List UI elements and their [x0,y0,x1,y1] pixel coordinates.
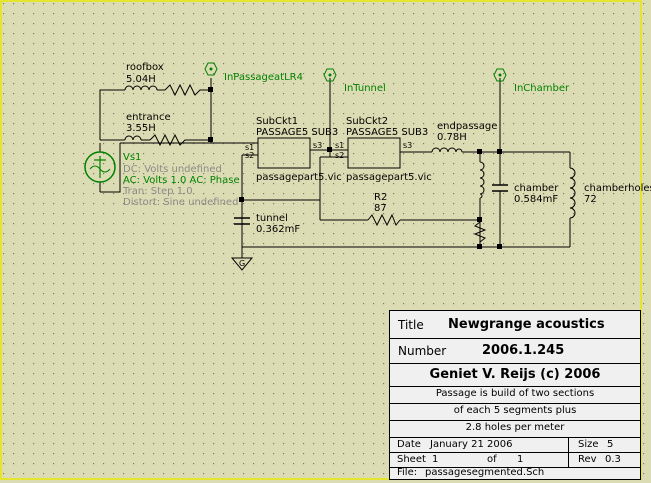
author-row: Geniet V. Reijs (c) 2006 [390,364,640,387]
source-distort: Distort: Sine undefined [123,197,238,208]
title-row: Title Newgrange acoustics [390,311,640,339]
description-line-2: of each 5 segments plus [453,405,577,416]
chamberholes-inductor[interactable] [569,167,576,219]
roofbox-value: 5.04H [126,74,156,85]
entrance-name: entrance [126,112,171,123]
date-row: Date January 21 2006 Size 5 [390,437,640,453]
desc-row-3: 2.8 holes per meter [390,421,640,438]
subckt2-pin-s1: s1 [335,141,344,150]
of-label: of [487,454,497,465]
entrance-component[interactable] [124,133,190,147]
title-block: Title Newgrange acoustics Number 2006.1.… [389,310,641,480]
subckt1-pin-s3: s3 [313,141,322,150]
ground-label: G [239,259,245,268]
probe-intunnel-icon[interactable] [323,68,337,82]
subckt1-name: SubCkt1 [256,116,298,127]
subckt2-file: passagepart5.vic [346,172,432,183]
source-dc: DC: Volts undefined [123,164,222,175]
shunt-inductor[interactable] [473,161,487,243]
probe-inpassage-icon[interactable] [204,62,218,76]
subckt2-pin-s3: s3 [403,141,412,150]
sheet-label: Sheet [397,454,426,465]
rev-value: 0.3 [605,454,621,465]
title-value: Newgrange acoustics [448,317,605,332]
endpassage-inductor[interactable] [431,147,463,153]
probe-inpassage-label: InPassageatLR4 [224,72,303,83]
size-value: 5 [607,439,614,450]
date-value: January 21 2006 [430,439,513,450]
r2-value: 87 [374,203,387,214]
file-row: File: passagesegmented.Sch [390,467,640,479]
source-tran: Tran: Step 1.0 [122,186,193,197]
desc-row-1: Passage is build of two sections [390,387,640,404]
chamberholes-value: 72 [584,194,597,205]
title-label: Title [398,318,424,332]
rev-label: Rev [578,454,597,465]
subckt1-model: PASSAGE5 SUB3 [256,127,338,138]
subckt1-block[interactable] [257,137,311,169]
junction-dots [208,87,502,249]
probe-intunnel-label: InTunnel [344,83,386,94]
size-label: Size [578,439,599,450]
sheet-value: 1 [432,454,439,465]
number-value: 2006.1.245 [482,343,565,358]
author-text: Geniet V. Reijs (c) 2006 [429,367,601,382]
date-divider [568,437,569,452]
description-line-3: 2.8 holes per meter [465,422,565,433]
subckt2-name: SubCkt2 [346,116,388,127]
subckt1-file: passagepart5.vic [256,172,342,183]
file-label: File: [397,467,418,478]
subckt1-pin-s2: s2 [245,151,254,160]
roofbox-component[interactable] [124,83,205,97]
sheet-divider [568,452,569,467]
tunnel-value: 0.362mF [256,224,300,235]
voltage-source-symbol[interactable] [84,151,116,183]
chamber-value: 0.584mF [514,194,558,205]
sheet-row: Sheet 1 of 1 Rev 0.3 [390,452,640,468]
r2-resistor[interactable] [367,213,401,227]
subckt2-block[interactable] [347,137,401,169]
number-row: Number 2006.1.245 [390,339,640,364]
r2-name: R2 [374,192,387,203]
subckt1-pin-s1: s1 [245,143,254,152]
entrance-value: 3.55H [126,123,156,134]
date-label: Date [397,439,421,450]
probe-inchamber-label: InChamber [514,83,570,94]
subckt2-pin-s2: s2 [335,151,344,160]
file-value: passagesegmented.Sch [425,467,545,478]
endpassage-name: endpassage [437,121,497,132]
tunnel-name: tunnel [256,213,288,224]
source-name: Vs1 [123,152,141,163]
number-label: Number [398,344,447,358]
chamberholes-name: chamberholes [584,183,651,194]
subckt2-model: PASSAGE5 SUB3 [346,127,428,138]
endpassage-value: 0.78H [437,132,467,143]
chamber-name: chamber [514,183,559,194]
probe-inchamber-icon[interactable] [493,68,507,82]
of-value: 1 [517,454,524,465]
description-line-1: Passage is build of two sections [435,388,595,399]
source-ac: AC: Volts 1.0 AC: Phase [123,175,240,186]
roofbox-name: roofbox [126,62,164,73]
ground-symbol [230,257,254,271]
desc-row-2: of each 5 segments plus [390,404,640,421]
tunnel-capacitor[interactable] [234,217,250,225]
